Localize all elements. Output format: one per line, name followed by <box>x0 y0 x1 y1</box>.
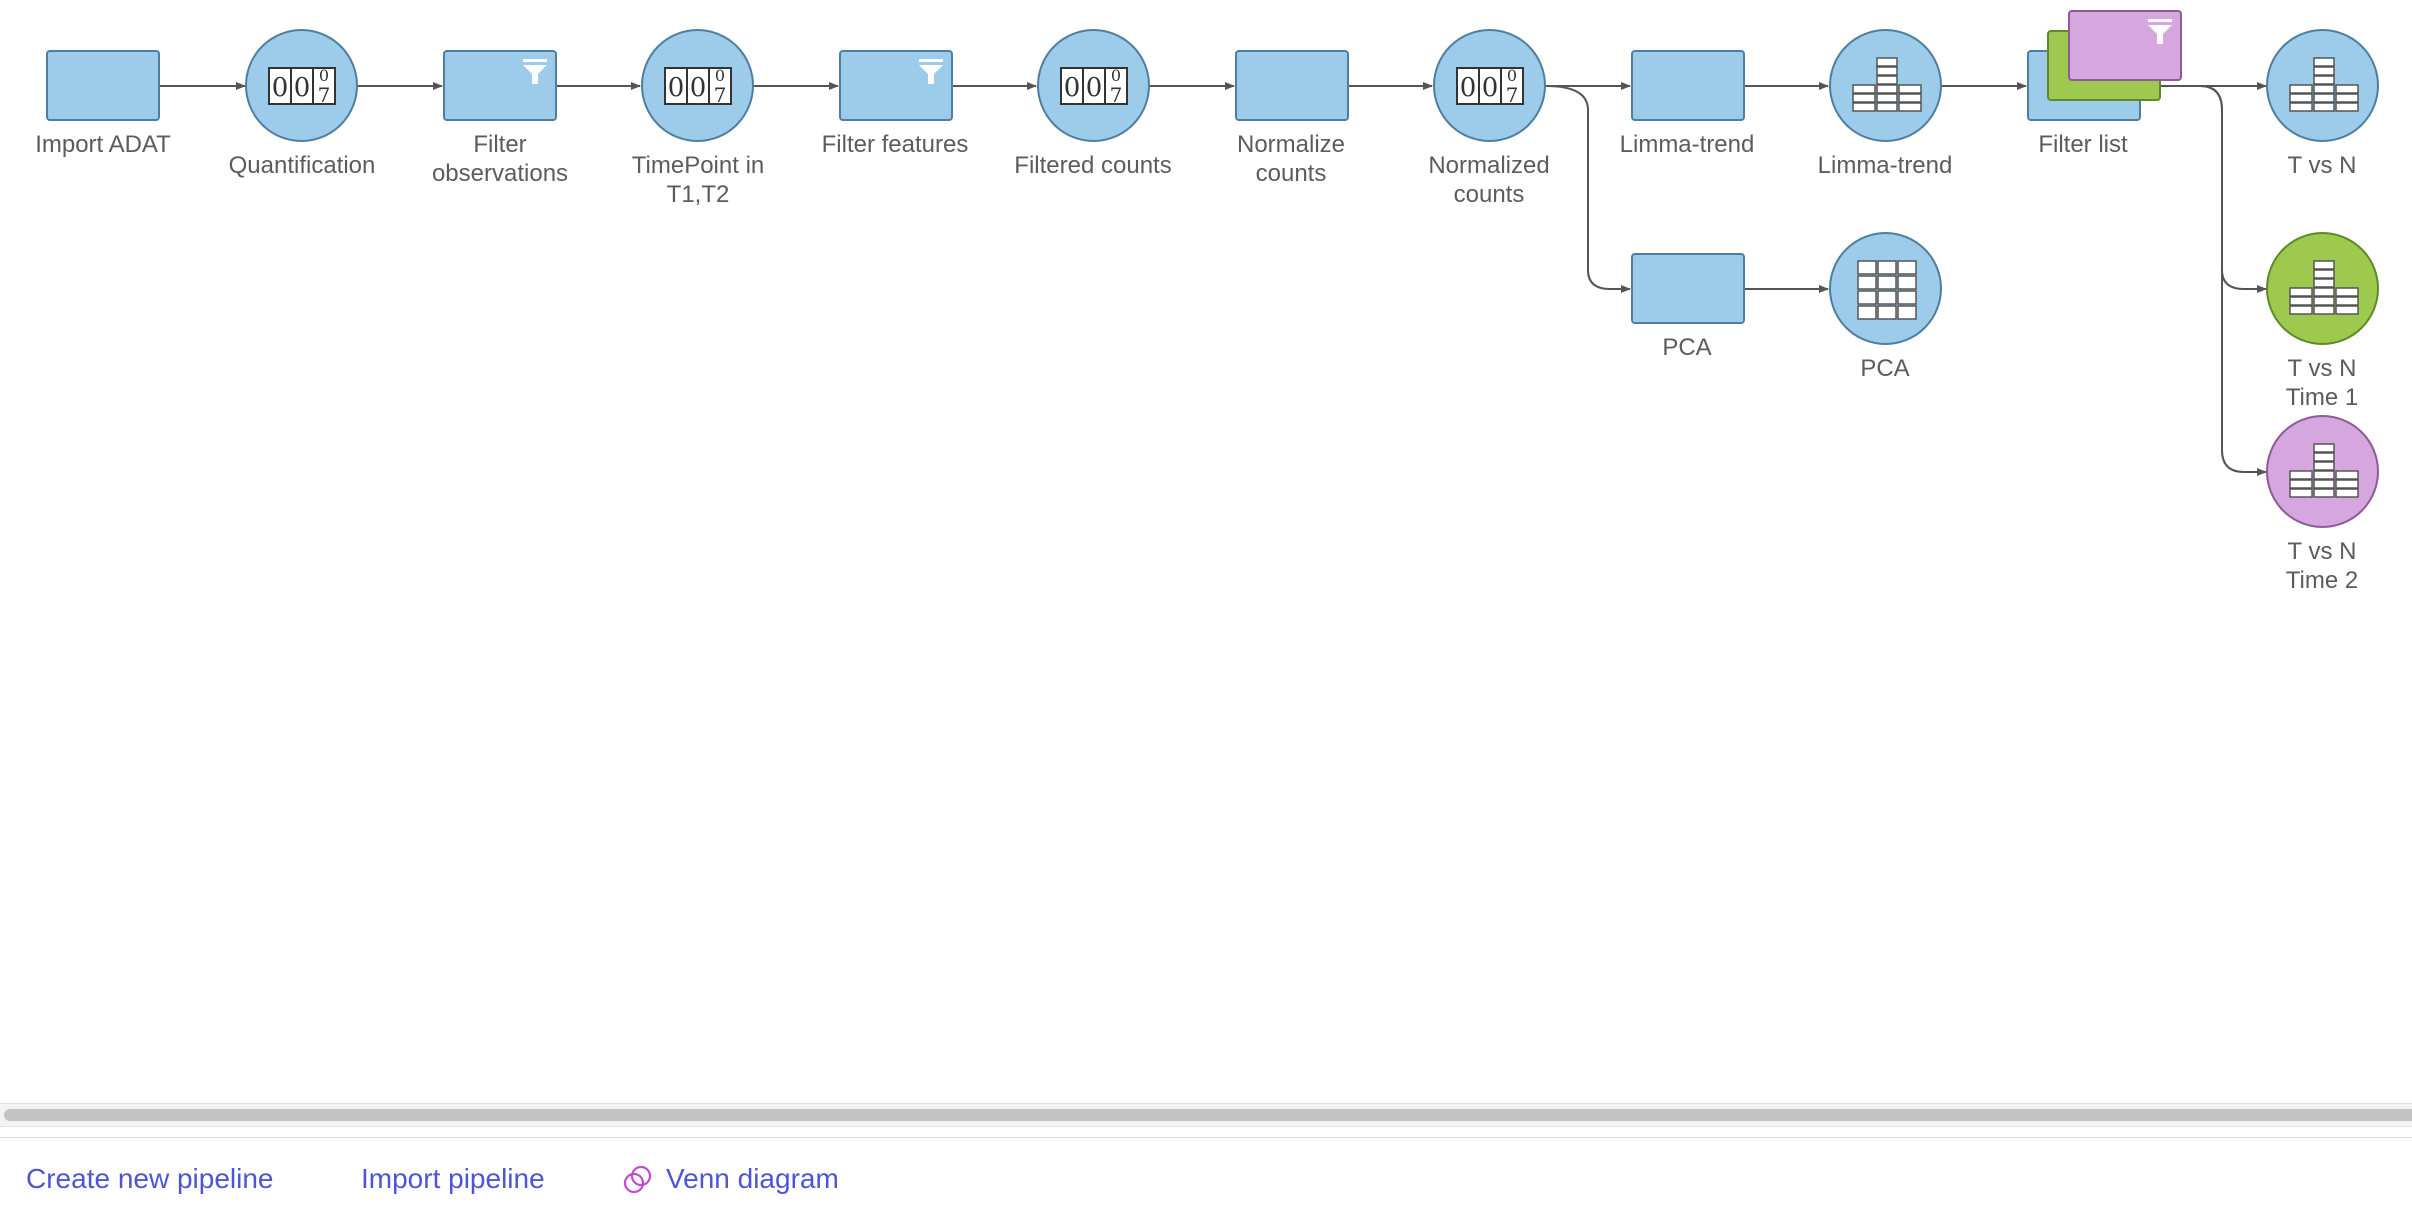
svg-text:0: 0 <box>319 67 329 85</box>
horizontal-scrollbar[interactable] <box>0 1103 2412 1127</box>
task-pca[interactable] <box>1631 253 1745 324</box>
task-import-adat[interactable] <box>46 50 160 121</box>
svg-text:0: 0 <box>272 73 289 103</box>
stat-bars-icon <box>2288 442 2360 505</box>
stat-bars-icon <box>2288 56 2360 119</box>
label-timepoint: TimePoint in T1,T2 <box>631 152 765 208</box>
task-filter-features[interactable] <box>839 50 953 121</box>
filter-icon <box>917 58 945 91</box>
filter-icon <box>2146 18 2174 51</box>
pipeline-edges <box>160 82 2267 476</box>
data-limma-trend[interactable] <box>1829 29 1942 142</box>
svg-text:0: 0 <box>715 67 725 85</box>
edge <box>2199 85 2267 476</box>
create-new-pipeline-link[interactable]: Create new pipeline <box>26 1163 274 1194</box>
svg-text:0: 0 <box>1064 73 1081 103</box>
label-quantification: Quantification <box>228 152 376 179</box>
task-normalize-counts[interactable] <box>1235 50 1349 121</box>
stat-bars-icon <box>2288 259 2360 322</box>
label-limma-trend-data: Limma-trend <box>1817 152 1953 179</box>
label-t-vs-n-time2: T vs N Time 2 <box>2285 538 2359 594</box>
svg-text:0: 0 <box>1460 73 1477 103</box>
label-pca-data: PCA <box>1860 355 1910 382</box>
data-pca[interactable] <box>1829 232 1942 345</box>
stack-layer-purple <box>2068 10 2182 81</box>
data-t-vs-n-time2[interactable] <box>2266 415 2379 528</box>
svg-text:7: 7 <box>318 83 331 105</box>
task-filter-observations[interactable] <box>443 50 557 121</box>
svg-text:0: 0 <box>1111 67 1121 85</box>
label-import-adat: Import ADAT <box>35 131 171 158</box>
label-limma-trend-task: Limma-trend <box>1619 131 1755 158</box>
task-limma-trend[interactable] <box>1631 50 1745 121</box>
label-filter-list: Filter list <box>2038 131 2128 158</box>
import-pipeline-link[interactable]: Import pipeline <box>361 1163 545 1194</box>
label-normalized-counts: Normalized counts <box>1428 152 1550 208</box>
label-t-vs-n: T vs N <box>2287 152 2357 179</box>
label-filter-features: Filter features <box>821 131 969 158</box>
svg-text:0: 0 <box>1507 67 1517 85</box>
svg-text:7: 7 <box>714 83 727 105</box>
label-filter-observations: Filter observations <box>431 131 569 187</box>
task-filter-list[interactable] <box>2026 8 2182 122</box>
filter-icon <box>521 58 549 91</box>
svg-text:0: 0 <box>668 73 685 103</box>
data-t-vs-n-time1[interactable] <box>2266 232 2379 345</box>
label-normalize-counts: Normalize counts <box>1236 131 1346 187</box>
scrollbar-thumb[interactable] <box>4 1109 2412 1121</box>
venn-diagram-link[interactable]: Venn diagram <box>666 1163 839 1194</box>
bottom-toolbar: Create new pipeline Import pipeline Venn… <box>0 1137 2412 1219</box>
label-pca-task: PCA <box>1662 334 1712 361</box>
grid-icon <box>1856 259 1918 326</box>
edge <box>1545 85 1631 293</box>
data-t-vs-n[interactable] <box>2266 29 2379 142</box>
venn-icon[interactable] <box>622 1165 654 1200</box>
svg-text:0: 0 <box>294 73 311 103</box>
svg-text:0: 0 <box>690 73 707 103</box>
stat-bars-icon <box>1851 56 1923 119</box>
svg-text:0: 0 <box>1086 73 1103 103</box>
svg-text:7: 7 <box>1506 83 1519 105</box>
svg-text:0: 0 <box>1482 73 1499 103</box>
label-filtered-counts: Filtered counts <box>1014 152 1172 179</box>
edge <box>2199 85 2267 293</box>
svg-text:7: 7 <box>1110 83 1123 105</box>
label-t-vs-n-time1: T vs N Time 1 <box>2285 355 2359 411</box>
